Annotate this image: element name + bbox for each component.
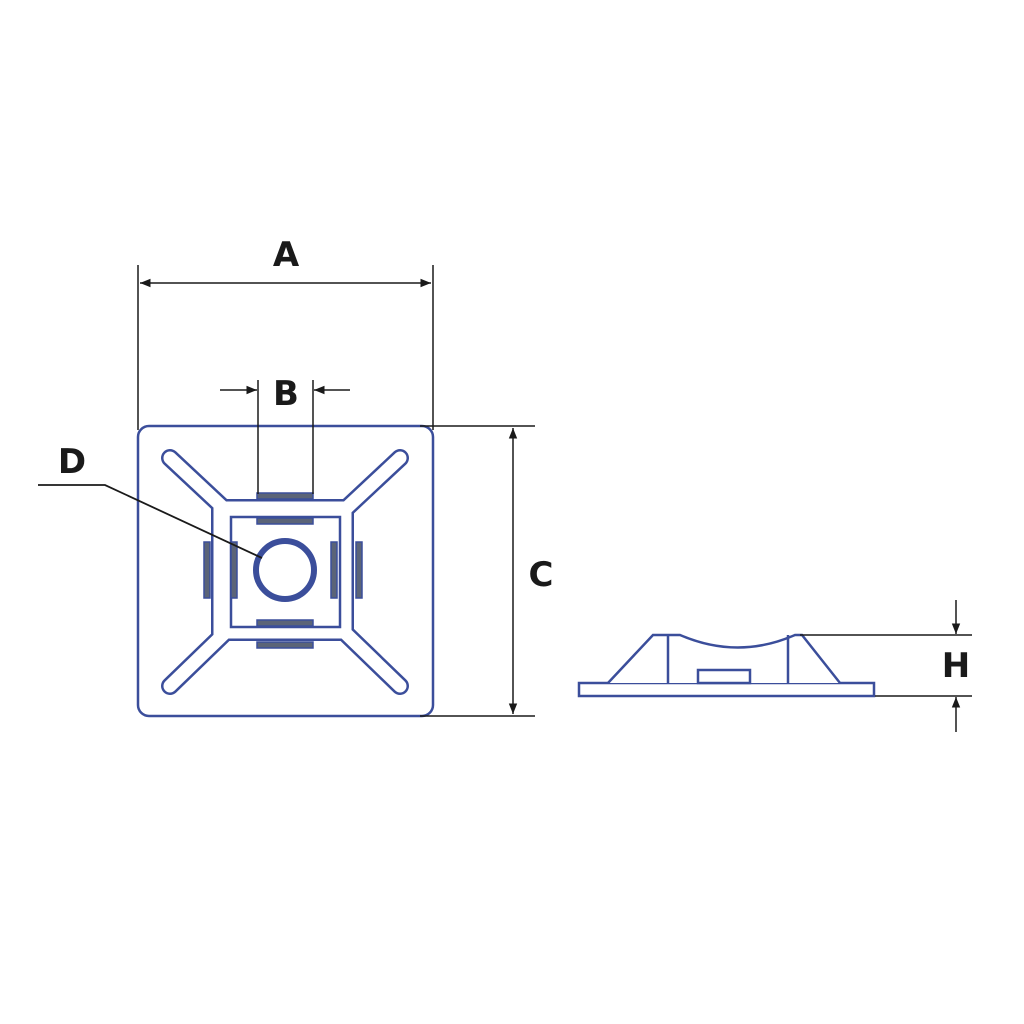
side-body: [607, 633, 841, 684]
label-d: D: [58, 442, 86, 482]
cross-frame: [161, 449, 409, 695]
dimension-a: [137, 265, 434, 430]
label-b: B: [273, 374, 299, 414]
label-h: H: [942, 646, 970, 686]
side-view: [577, 633, 876, 698]
dimension-b: [220, 380, 350, 494]
dimension-h: [800, 600, 972, 732]
dimension-c: [420, 425, 535, 717]
side-slot: [696, 668, 752, 685]
label-a: A: [273, 235, 300, 275]
side-base: [577, 681, 876, 698]
top-view: [136, 424, 435, 718]
mounting-hole: [253, 538, 317, 602]
tie-slots: [203, 492, 363, 649]
dimension-d-leader: [38, 484, 263, 559]
label-c: C: [529, 555, 554, 595]
